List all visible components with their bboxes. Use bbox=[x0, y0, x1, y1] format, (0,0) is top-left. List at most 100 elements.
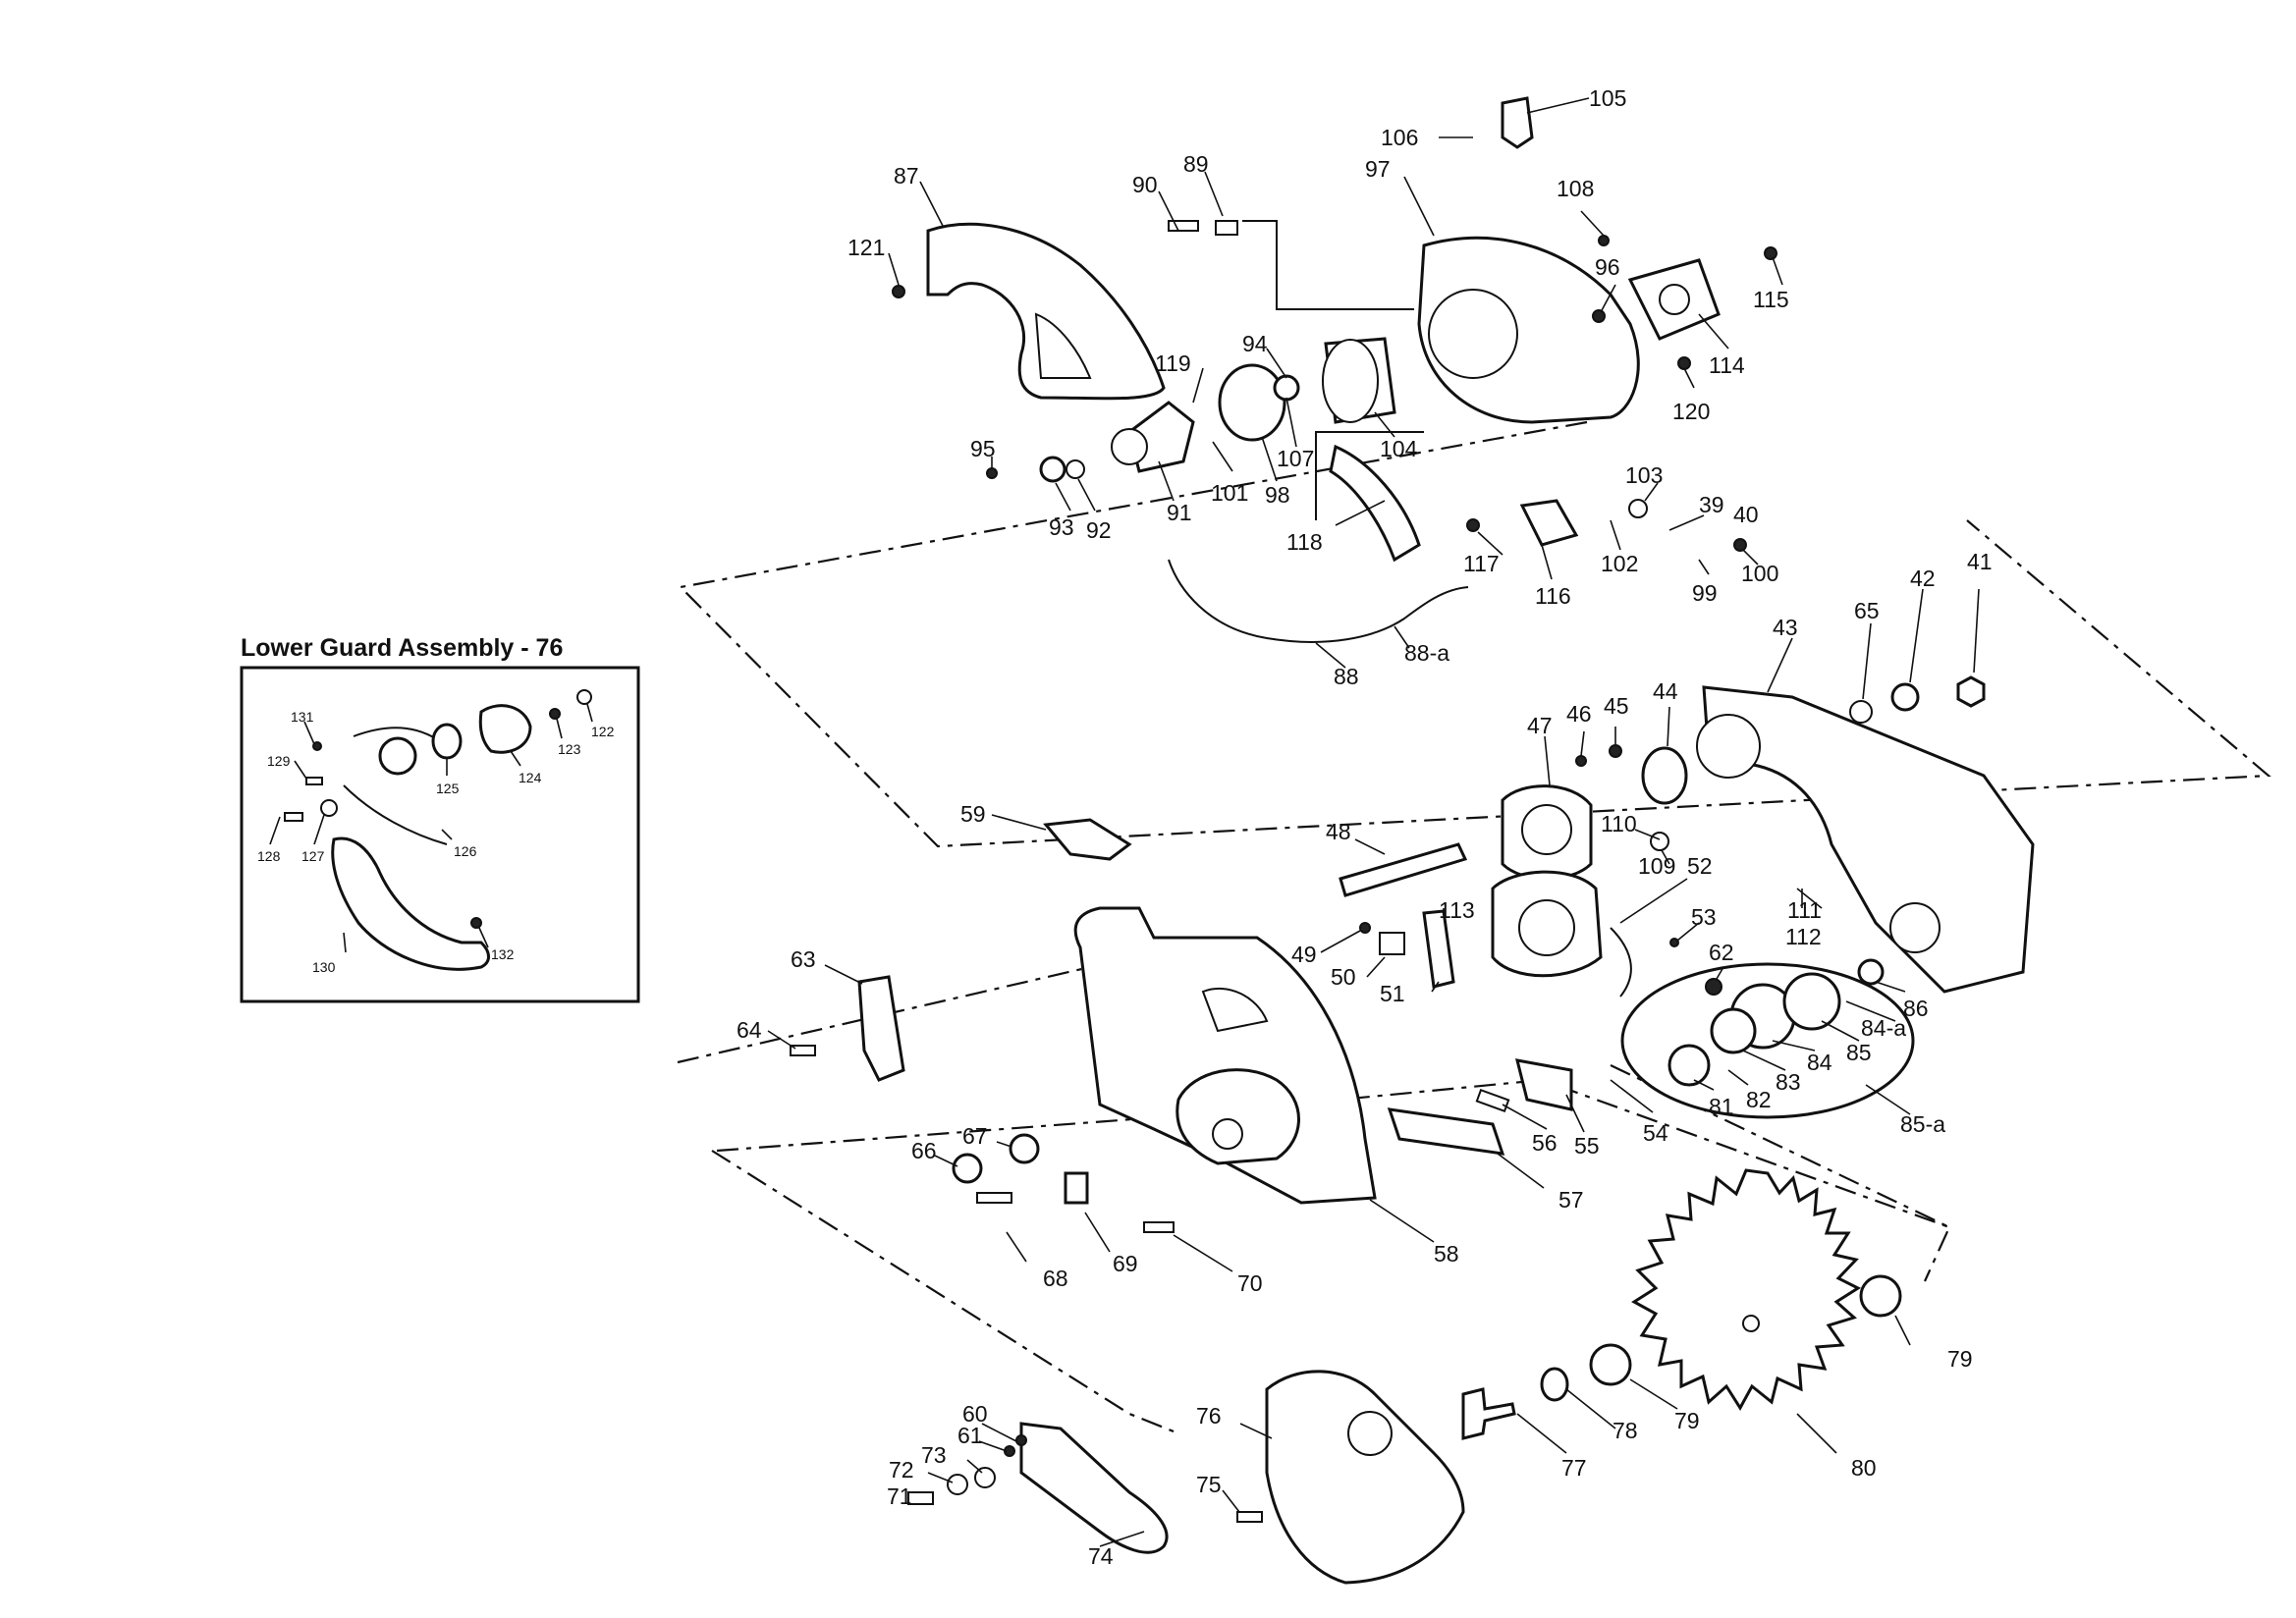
label-115: 115 bbox=[1753, 287, 1789, 312]
bar-57 bbox=[1387, 1107, 1505, 1156]
washer-78 bbox=[1540, 1367, 1569, 1402]
arc-52 bbox=[1610, 927, 1632, 998]
label-120: 120 bbox=[1672, 399, 1710, 424]
screw-115 bbox=[1764, 246, 1777, 260]
label-63: 63 bbox=[791, 946, 816, 972]
label-77: 77 bbox=[1561, 1455, 1587, 1481]
label-90: 90 bbox=[1132, 172, 1158, 197]
label-116: 116 bbox=[1535, 583, 1571, 609]
nut-95 bbox=[986, 467, 998, 479]
label-91: 91 bbox=[1167, 500, 1192, 525]
label-96: 96 bbox=[1595, 254, 1620, 280]
washer-72 bbox=[947, 1474, 968, 1495]
blade-arbor-hole-80 bbox=[1742, 1315, 1760, 1332]
label-43: 43 bbox=[1773, 615, 1798, 640]
label-61: 61 bbox=[957, 1423, 983, 1448]
label-110: 110 bbox=[1601, 811, 1637, 836]
inset-label-123: 123 bbox=[558, 741, 581, 757]
label-47: 47 bbox=[1527, 713, 1553, 738]
inset-label-132: 132 bbox=[491, 946, 515, 962]
washer-42 bbox=[1890, 682, 1920, 712]
gearbox-parts bbox=[1043, 675, 2035, 1119]
label-76: 76 bbox=[1196, 1403, 1222, 1429]
inset-label-130: 130 bbox=[312, 959, 336, 975]
inset-label-129: 129 bbox=[267, 753, 291, 769]
label-102: 102 bbox=[1601, 551, 1638, 576]
blade-parts bbox=[907, 1168, 1902, 1585]
label-84: 84 bbox=[1807, 1050, 1832, 1075]
label-108: 108 bbox=[1557, 176, 1594, 201]
label-105: 105 bbox=[1589, 85, 1626, 111]
label-75: 75 bbox=[1196, 1472, 1222, 1497]
bearing-94 bbox=[1273, 374, 1300, 402]
label-41: 41 bbox=[1967, 549, 1993, 574]
base-casting-58 bbox=[1073, 906, 1377, 1205]
inset-spacer-125 bbox=[431, 723, 463, 760]
label-88a: 88-a bbox=[1404, 640, 1449, 666]
clip-59 bbox=[1043, 818, 1132, 861]
shaft-48 bbox=[1339, 842, 1468, 897]
label-94: 94 bbox=[1242, 331, 1268, 356]
cord-route bbox=[1315, 431, 1424, 520]
inset-screw-131 bbox=[312, 741, 322, 751]
ring-98 bbox=[1218, 363, 1286, 442]
leader-lines bbox=[767, 97, 1980, 1547]
saw-blade-80 bbox=[1631, 1168, 1862, 1411]
label-93: 93 bbox=[1049, 514, 1074, 540]
label-79-inner: 79 bbox=[1674, 1408, 1700, 1433]
label-45: 45 bbox=[1604, 693, 1629, 719]
screw-45 bbox=[1609, 744, 1622, 758]
handle-route bbox=[1242, 220, 1414, 310]
base-bore-58 bbox=[1212, 1118, 1243, 1150]
label-71: 71 bbox=[887, 1483, 912, 1509]
shroud-118 bbox=[1329, 444, 1421, 563]
gear-83 bbox=[1710, 1007, 1757, 1054]
label-86: 86 bbox=[1903, 996, 1929, 1021]
label-82: 82 bbox=[1746, 1087, 1772, 1112]
base-cam-58 bbox=[1175, 1068, 1300, 1165]
motor-assembly-outline bbox=[678, 420, 2271, 848]
nut-41 bbox=[1956, 675, 1986, 708]
handle-grip-87 bbox=[1034, 312, 1092, 379]
inset-label-128: 128 bbox=[257, 848, 281, 864]
washer-92 bbox=[1066, 459, 1085, 479]
label-51: 51 bbox=[1380, 981, 1405, 1006]
label-67: 67 bbox=[962, 1123, 988, 1149]
label-40: 40 bbox=[1733, 502, 1759, 527]
inset-label-131: 131 bbox=[291, 709, 314, 725]
inset-hub-125-a bbox=[378, 736, 417, 776]
label-119: 119 bbox=[1155, 351, 1191, 376]
label-42: 42 bbox=[1910, 566, 1936, 591]
label-89: 89 bbox=[1183, 151, 1209, 177]
label-39: 39 bbox=[1699, 492, 1724, 517]
screw-62 bbox=[1705, 978, 1722, 996]
label-68: 68 bbox=[1043, 1266, 1068, 1291]
label-74: 74 bbox=[1088, 1543, 1114, 1569]
label-52: 52 bbox=[1687, 853, 1713, 879]
pin-53 bbox=[1669, 938, 1679, 947]
plate-68 bbox=[1064, 1171, 1089, 1205]
label-87: 87 bbox=[894, 163, 919, 189]
label-85: 85 bbox=[1846, 1040, 1872, 1065]
label-55: 55 bbox=[1574, 1133, 1600, 1159]
label-98: 98 bbox=[1265, 482, 1290, 508]
label-81: 81 bbox=[1709, 1094, 1734, 1119]
plate-55 bbox=[1514, 1058, 1573, 1111]
screw-100 bbox=[1733, 538, 1747, 552]
screw-75 bbox=[1236, 1511, 1263, 1523]
gear-case-bore-113 bbox=[1518, 899, 1575, 956]
screw-90 bbox=[1168, 220, 1199, 232]
label-114: 114 bbox=[1709, 352, 1745, 378]
label-72: 72 bbox=[889, 1457, 914, 1483]
housing-port-43 bbox=[1889, 902, 1941, 953]
label-64: 64 bbox=[737, 1017, 762, 1043]
label-88: 88 bbox=[1334, 664, 1359, 689]
label-59: 59 bbox=[960, 801, 986, 827]
end-cap-bore-114 bbox=[1659, 284, 1690, 315]
label-95: 95 bbox=[970, 436, 996, 461]
label-109: 109 bbox=[1638, 853, 1675, 879]
inset-label-126: 126 bbox=[454, 843, 477, 859]
screw-89 bbox=[1215, 220, 1238, 236]
label-62: 62 bbox=[1709, 940, 1734, 965]
